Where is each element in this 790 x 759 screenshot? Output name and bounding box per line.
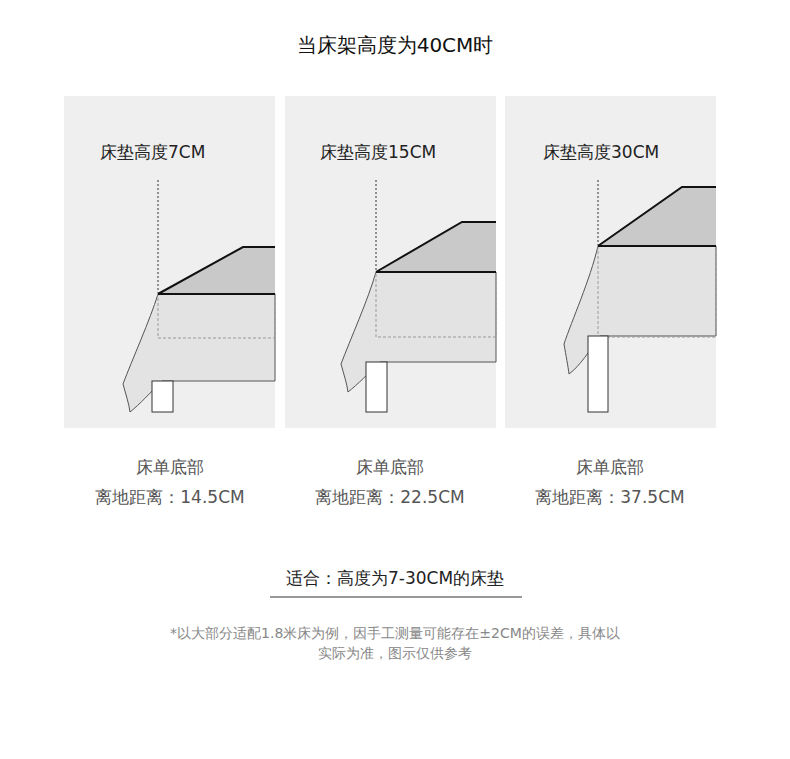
caption: *以大部分适配1.8米床为例，因手工测量可能存在±2CM的误差，具体以实际为准，… — [165, 624, 625, 663]
sheet-label: 床单底部 — [136, 456, 204, 480]
fit-note: 适合：高度为7-30CM的床垫 — [286, 567, 504, 591]
panel-1 — [64, 96, 275, 428]
panel-3 — [505, 96, 716, 428]
distance-label: 离地距离：14.5CM — [95, 486, 244, 510]
distance-label: 离地距离：37.5CM — [535, 486, 684, 510]
panel-label: 床垫高度7CM — [100, 141, 205, 165]
panel-2 — [285, 96, 496, 428]
distance-label: 离地距离：22.5CM — [315, 486, 464, 510]
sheet-label: 床单底部 — [576, 456, 644, 480]
underline — [270, 597, 522, 598]
panel-label: 床垫高度15CM — [320, 141, 436, 165]
sheet-label: 床单底部 — [356, 456, 424, 480]
panel-label: 床垫高度30CM — [543, 141, 659, 165]
title: 当床架高度为40CM时 — [297, 31, 494, 59]
